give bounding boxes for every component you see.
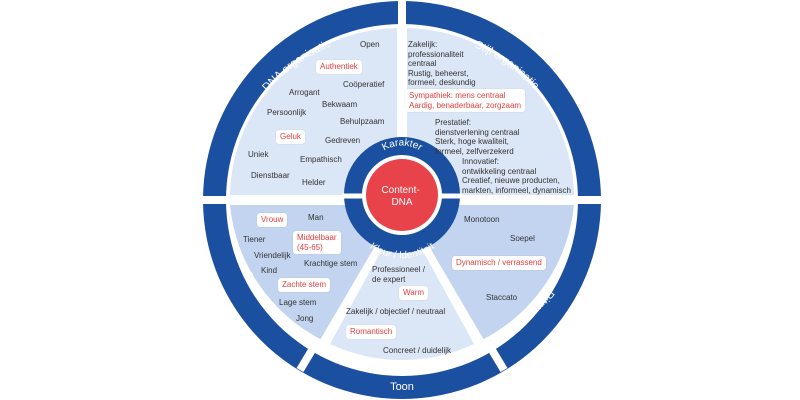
dna-word-uniek: Uniek (248, 150, 269, 159)
dna-word-empathisch: Empathisch (300, 155, 342, 164)
ritme-word-monotoon: Monotoon (464, 215, 500, 224)
dna-word-cooperatief: Coöperatief (343, 80, 385, 89)
dna-word-arrogant: Arrogant (289, 88, 320, 97)
stem-word-vriendelijk: Vriendelijk (254, 251, 291, 260)
stem-word-kind: Kind (261, 266, 278, 275)
dna-word-gedreven: Gedreven (325, 136, 361, 145)
center-circle (366, 159, 438, 231)
toon-word-concreet: Concreet / duidelijk (383, 346, 452, 355)
dna-word-helder: Helder (302, 178, 326, 187)
ring-divider-bottom-right (482, 337, 508, 373)
ritme-word-staccato: Staccato (486, 293, 518, 302)
stijl-tag-sympathiek: Sympathiek: mens centraal Aardig, benade… (405, 89, 526, 113)
stem-word-lage-stem: Lage stem (279, 298, 317, 307)
ring-divider-bottom-left (296, 337, 322, 373)
toon-tag-romantisch: Romantisch (346, 325, 397, 339)
stijl-block-prestatief: Prestatief: dienstverlening centraal Ste… (435, 118, 520, 156)
ritme-word-soepel: Soepel (510, 234, 535, 243)
toon-tag-warm: Warm (399, 286, 429, 300)
stijl-block-zakelijk: Zakelijk: professionaliteit centraal Rus… (408, 40, 476, 88)
ring-label-toon: Toon (390, 381, 414, 393)
stem-tag-zachte-stem: Zachte stem (278, 278, 331, 292)
ring-divider-top (398, 0, 406, 30)
dna-word-dienstbaar: Dienstbaar (251, 171, 290, 180)
stem-word-jong: Jong (296, 314, 314, 323)
stem-tag-middelbaar: Middelbaar (45-65) (293, 231, 341, 255)
dna-word-behulpzaam: Behulpzaam (340, 117, 385, 126)
toon-word-professioneel: Professioneel / de expert (372, 265, 425, 284)
dna-tag-geluk: Geluk (276, 130, 305, 144)
ritme-tag-dynamisch: Dynamisch / verrassend (452, 256, 546, 270)
dna-word-bekwaam: Bekwaam (322, 100, 358, 109)
sector-ritme (407, 205, 574, 340)
stem-word-tiener: Tiener (243, 235, 266, 244)
dna-tag-authentiek: Authentiek (316, 60, 362, 74)
dna-word-persoonlijk: Persoonlijk (267, 108, 307, 117)
toon-word-zakelijk: Zakelijk / objectief / neutraal (346, 307, 446, 316)
center-label: Content- DNA (381, 185, 422, 208)
stem-word-krachtige-stem: Krachtige stem (304, 259, 358, 268)
dna-word-open: Open (360, 40, 380, 49)
stem-tag-vrouw: Vrouw (257, 213, 288, 227)
stijl-block-innovatief: Innovatief: ontwikkeling centraal Creati… (462, 157, 571, 195)
sector-stem (230, 205, 397, 340)
stem-word-man: Man (308, 213, 324, 222)
